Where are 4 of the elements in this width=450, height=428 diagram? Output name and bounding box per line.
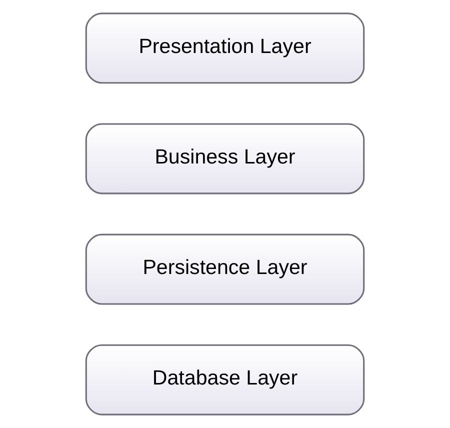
node-box: Business Layer [85,123,365,194]
node-box: Database Layer [85,344,365,416]
node-box: Persistence Layer [85,234,365,305]
node-box: Presentation Layer [85,12,365,84]
